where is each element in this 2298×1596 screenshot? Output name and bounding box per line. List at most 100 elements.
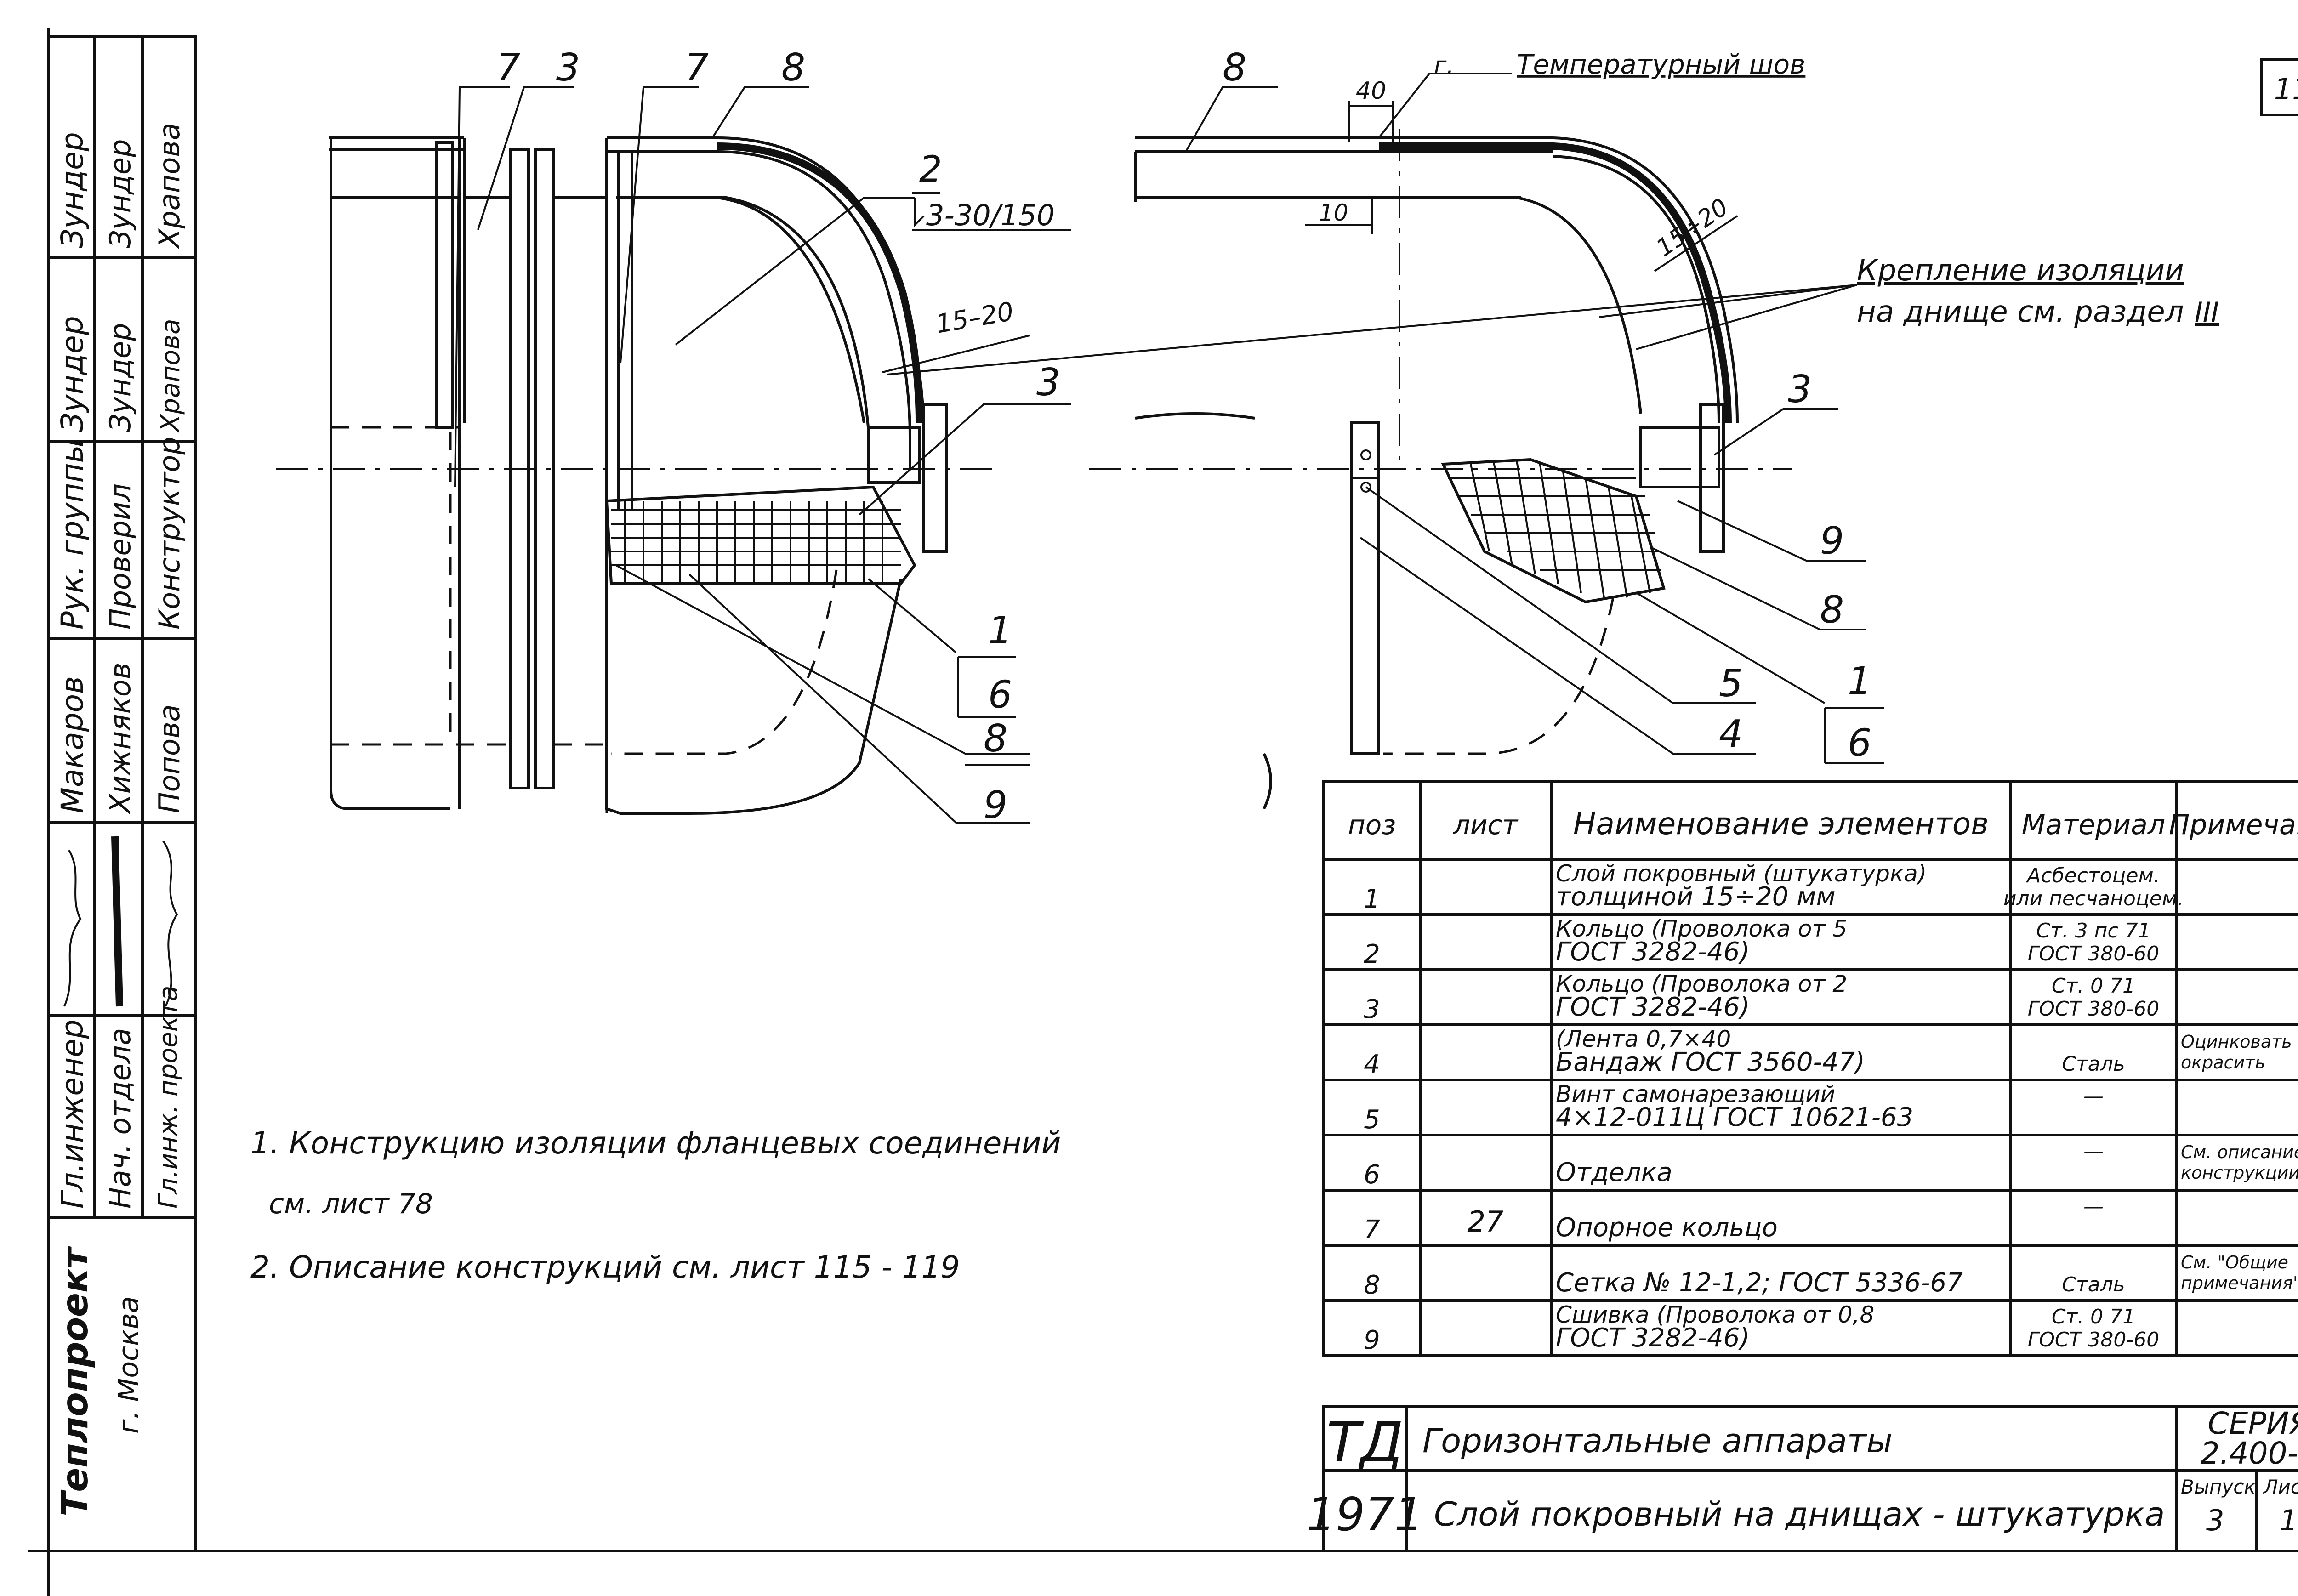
right-view-drawing: 40 г. Температурный шов 10 15÷20 8 3 9 8… — [1089, 46, 1884, 810]
left-callout-9: 9 — [984, 784, 1007, 827]
stamp-role-3: Нач. отдела — [103, 1028, 137, 1209]
row-material-1: Ст. 0 71 — [2052, 974, 2135, 998]
left-callout-2: 2 — [919, 149, 942, 190]
row-name-2: толщиной 15÷20 мм — [1556, 882, 1836, 912]
sheet-number-box: 118 — [2260, 58, 2298, 116]
title-line-2: Слой покровный на днищах - штукатурка — [1434, 1495, 2165, 1534]
attachment-note-roman: III — [2195, 296, 2219, 329]
general-notes: 1. Конструкцию изоляции фланцевых соедин… — [250, 1125, 1061, 1285]
col-header-sheet: лист — [1453, 809, 1519, 841]
row-pos: 6 — [1364, 1160, 1380, 1190]
row-material-2: или песчаноцем. — [2003, 887, 2184, 910]
col-header-note: Примечание — [2169, 809, 2298, 841]
row-note-1: Оцинковать или — [2181, 1032, 2298, 1052]
row-pos: 5 — [1364, 1105, 1380, 1135]
right-callout-1: 1 — [1848, 659, 1871, 703]
right-seam-mark: г. — [1434, 52, 1454, 80]
row-pos: 9 — [1364, 1325, 1380, 1355]
stamp-surname-3: Хижняков — [103, 663, 137, 815]
stamp-signature-1: Зундер — [55, 316, 90, 432]
row-name-1: Винт самонарезающий — [1556, 1081, 1835, 1108]
stamp-signature-4: Зундер — [103, 323, 137, 432]
org-city: г. Москва — [113, 1296, 145, 1434]
left-callout-7a: 7 — [496, 46, 520, 90]
title-line-1: Горизонтальные аппараты — [1422, 1421, 1893, 1460]
stamp-role-6: Конструктор — [153, 437, 186, 630]
mesh-area-right — [1441, 458, 1666, 604]
title-sheet-number: 109 — [2280, 1504, 2298, 1537]
stamp-surname-4: Зундер — [103, 139, 137, 248]
row-sheet: 27 — [1468, 1205, 1504, 1238]
row-note-1: См. описание — [2181, 1142, 2298, 1162]
mesh-area-left — [605, 485, 916, 585]
note-1-ref: см. лист 78 — [269, 1188, 433, 1220]
row-note-1: См. "Общие — [2181, 1252, 2288, 1272]
left-callout-8a: 8 — [781, 46, 805, 90]
signature-mark-2 — [111, 836, 123, 1007]
right-callout-8a: 8 — [1223, 46, 1246, 90]
title-block: ТД 1971 Горизонтальные аппараты Слой пок… — [1307, 1405, 2298, 1552]
row-material-2: Сталь — [2062, 1273, 2125, 1296]
row-pos: 8 — [1364, 1270, 1380, 1300]
left-callout-3b: 3 — [1036, 361, 1060, 404]
signature-mark-1 — [63, 849, 82, 1007]
col-header-pos: поз — [1348, 809, 1396, 841]
right-callout-6: 6 — [1848, 721, 1871, 765]
row-name-1: (Лента 0,7×40 — [1556, 1026, 1731, 1052]
row-note-2: примечания" лист 120 — [2181, 1273, 2298, 1293]
stamp-role-2: Рук. группы — [55, 439, 90, 630]
row-material-2: Сталь — [2062, 1052, 2125, 1076]
row-name-2: ГОСТ 3282-46) — [1556, 1323, 1750, 1353]
row-name-1: Сшивка (Проволока от 0,8 — [1556, 1301, 1874, 1328]
year: 1971 — [1307, 1488, 1424, 1541]
row-material-1: Ст. 3 пс 71 — [2036, 919, 2150, 943]
note-1: 1. Конструкцию изоляции фланцевых соедин… — [250, 1125, 1061, 1161]
right-callout-9: 9 — [1820, 519, 1844, 563]
col-header-name: Наименование элементов — [1573, 806, 1989, 841]
row-material-2: ГОСТ 380-60 — [2028, 997, 2160, 1021]
left-section-ref: 3-30/150 — [926, 199, 1055, 232]
stamp-surname-6: Храпова — [153, 123, 186, 250]
right-callout-3: 3 — [1788, 368, 1812, 411]
stamp-surname-2: Макаров — [55, 676, 90, 813]
row-name-2: ГОСТ 3282-46) — [1556, 937, 1750, 967]
row-name-1: Слой покровный (штукатурка) — [1556, 860, 1927, 887]
stamp-role-4: Проверил — [103, 483, 137, 630]
right-callout-4: 4 — [1719, 712, 1743, 756]
right-callout-8b: 8 — [1820, 588, 1844, 632]
row-name-2: Отделка — [1556, 1158, 1672, 1187]
stamp-surname-1: Зундер — [55, 132, 90, 248]
left-callout-1: 1 — [988, 609, 1012, 653]
left-dim-thickness: 15–20 — [933, 296, 1016, 340]
row-material-2: ГОСТ 380-60 — [2028, 942, 2160, 966]
issue-label: Выпуск — [2181, 1476, 2256, 1498]
row-material-1: — — [2083, 1085, 2104, 1108]
right-dim-10: 10 — [1319, 199, 1348, 226]
row-name-2: Бандаж ГОСТ 3560-47) — [1556, 1047, 1865, 1077]
col-header-material: Материал — [2022, 809, 2166, 841]
row-name-2: 4×12-011Ц ГОСТ 10621-63 — [1556, 1102, 1913, 1132]
row-pos: 4 — [1364, 1050, 1380, 1079]
right-seam-label: Температурный шов — [1517, 49, 1805, 80]
series-label: СЕРИЯ — [2208, 1406, 2298, 1441]
row-name-2: Опорное кольцо — [1556, 1213, 1778, 1243]
note-2: 2. Описание конструкций см. лист 115 - 1… — [250, 1250, 960, 1285]
row-note-2: окрасить — [2181, 1052, 2265, 1073]
row-pos: 7 — [1364, 1215, 1380, 1245]
stamp-signature-6: Храпова — [156, 319, 186, 433]
stamp-surname-5: Попова — [153, 704, 186, 813]
issue-number: 3 — [2206, 1504, 2224, 1537]
row-material-1: — — [2083, 1195, 2104, 1218]
row-name-1: Кольцо (Проволока от 5 — [1556, 915, 1847, 942]
attachment-note-line2: на днище см. раздел — [1857, 295, 2184, 329]
specification-table: поз лист Наименование элементов Материал… — [1322, 780, 2298, 1357]
row-pos: 3 — [1364, 994, 1380, 1024]
row-pos: 1 — [1364, 884, 1380, 914]
right-dim-40: 40 — [1356, 77, 1386, 105]
attachment-note-line1: Крепление изоляции — [1857, 254, 2184, 288]
left-callout-6: 6 — [988, 673, 1012, 717]
left-view-drawing: 7 3 7 8 2 3-30/150 15–20 3 1 6 8 9 — [276, 46, 1071, 827]
sheet-label: Лист — [2263, 1476, 2298, 1498]
approval-stamp: Гл.инженер Зундер Зундер Макаров Рук. гр… — [47, 35, 197, 1552]
